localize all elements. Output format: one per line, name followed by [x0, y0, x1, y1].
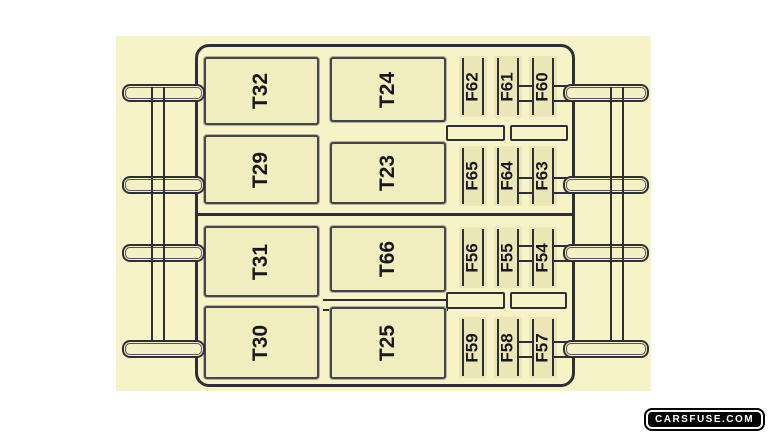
relay-T25: T25	[330, 307, 446, 379]
fuse-F56: F56	[459, 227, 487, 288]
empty-slot	[446, 125, 505, 141]
fuse-F55: F55	[494, 227, 522, 288]
fuse-label: F56	[463, 242, 483, 273]
fuse-F54: F54	[529, 227, 557, 288]
connector-tie	[553, 177, 574, 194]
fuse-F59: F59	[459, 317, 487, 378]
fuse-body: F54	[532, 229, 554, 286]
fuse-F64: F64	[494, 146, 522, 206]
fuse-label: F65	[463, 161, 483, 191]
relay-label: T30	[249, 324, 273, 361]
pin-inner-wall	[566, 87, 646, 99]
fuse-label: F58	[498, 332, 518, 363]
empty-slot	[510, 292, 567, 309]
pin-inner-wall	[125, 343, 202, 355]
fuse-label: F64	[498, 161, 518, 191]
left-connector-rail	[151, 87, 165, 342]
fuse-F57: F57	[529, 317, 557, 378]
right-connector-pin	[563, 340, 649, 358]
relay-T24: T24	[330, 57, 446, 122]
right-connector-rail	[610, 87, 624, 342]
connector-tie	[553, 341, 574, 358]
watermark-badge: CARSFUSE.COM	[646, 410, 764, 429]
fuse-F58: F58	[494, 317, 522, 378]
right-connector-pin	[563, 244, 649, 262]
connector-tie	[519, 341, 533, 358]
relay-label: T29	[249, 151, 273, 188]
relay-label: T24	[376, 71, 399, 108]
fuse-body: F64	[497, 148, 519, 204]
fuse-F65: F65	[459, 146, 487, 206]
pin-inner-wall	[566, 179, 646, 191]
relay-label: T31	[249, 243, 273, 280]
left-connector-pin	[122, 340, 205, 358]
empty-slot	[510, 125, 568, 141]
fuse-body: F59	[462, 319, 484, 376]
right-connector-pin	[563, 84, 649, 102]
right-connector-pin	[563, 176, 649, 194]
relay-T31: T31	[204, 226, 319, 297]
connector-tie	[519, 85, 533, 102]
fuse-box-divider-line	[197, 213, 572, 216]
relay-label: T32	[249, 72, 273, 110]
relay-label: T23	[376, 154, 399, 192]
pin-inner-wall	[566, 247, 646, 259]
relay-T29: T29	[204, 135, 319, 204]
fuse-label: F59	[463, 332, 483, 363]
fuse-body: F65	[462, 148, 484, 204]
fuse-label: F63	[533, 161, 553, 191]
fuse-body: F63	[532, 148, 554, 204]
connector-tie	[553, 85, 574, 102]
fuse-F63: F63	[529, 146, 557, 206]
fuse-body: F60	[532, 58, 554, 115]
fuse-label: F60	[533, 71, 553, 102]
fuse-label: F61	[498, 71, 518, 102]
connector-tie	[553, 245, 574, 262]
relay-label: T66	[376, 240, 399, 278]
fuse-body: F56	[462, 229, 484, 286]
connector-tie	[519, 245, 533, 262]
fuse-label: F55	[498, 242, 518, 273]
relay-label: T25	[376, 324, 399, 362]
fuse-body: F57	[532, 319, 554, 376]
relay-T23: T23	[330, 142, 446, 204]
fuse-F62: F62	[459, 56, 487, 117]
fuse-F61: F61	[494, 56, 522, 117]
fuse-body: F61	[497, 58, 519, 115]
fuse-body: F62	[462, 58, 484, 115]
relay-T30: T30	[204, 306, 319, 379]
relay-T32: T32	[204, 57, 319, 125]
fuse-label: F54	[533, 242, 553, 273]
fuse-body: F55	[497, 229, 519, 286]
empty-slot	[446, 292, 505, 309]
fuse-label: F57	[533, 332, 553, 363]
fuse-label: F62	[463, 71, 483, 102]
fuse-body: F58	[497, 319, 519, 376]
relay-T66: T66	[330, 226, 446, 292]
connector-tie	[519, 177, 533, 194]
pin-inner-wall	[566, 343, 646, 355]
